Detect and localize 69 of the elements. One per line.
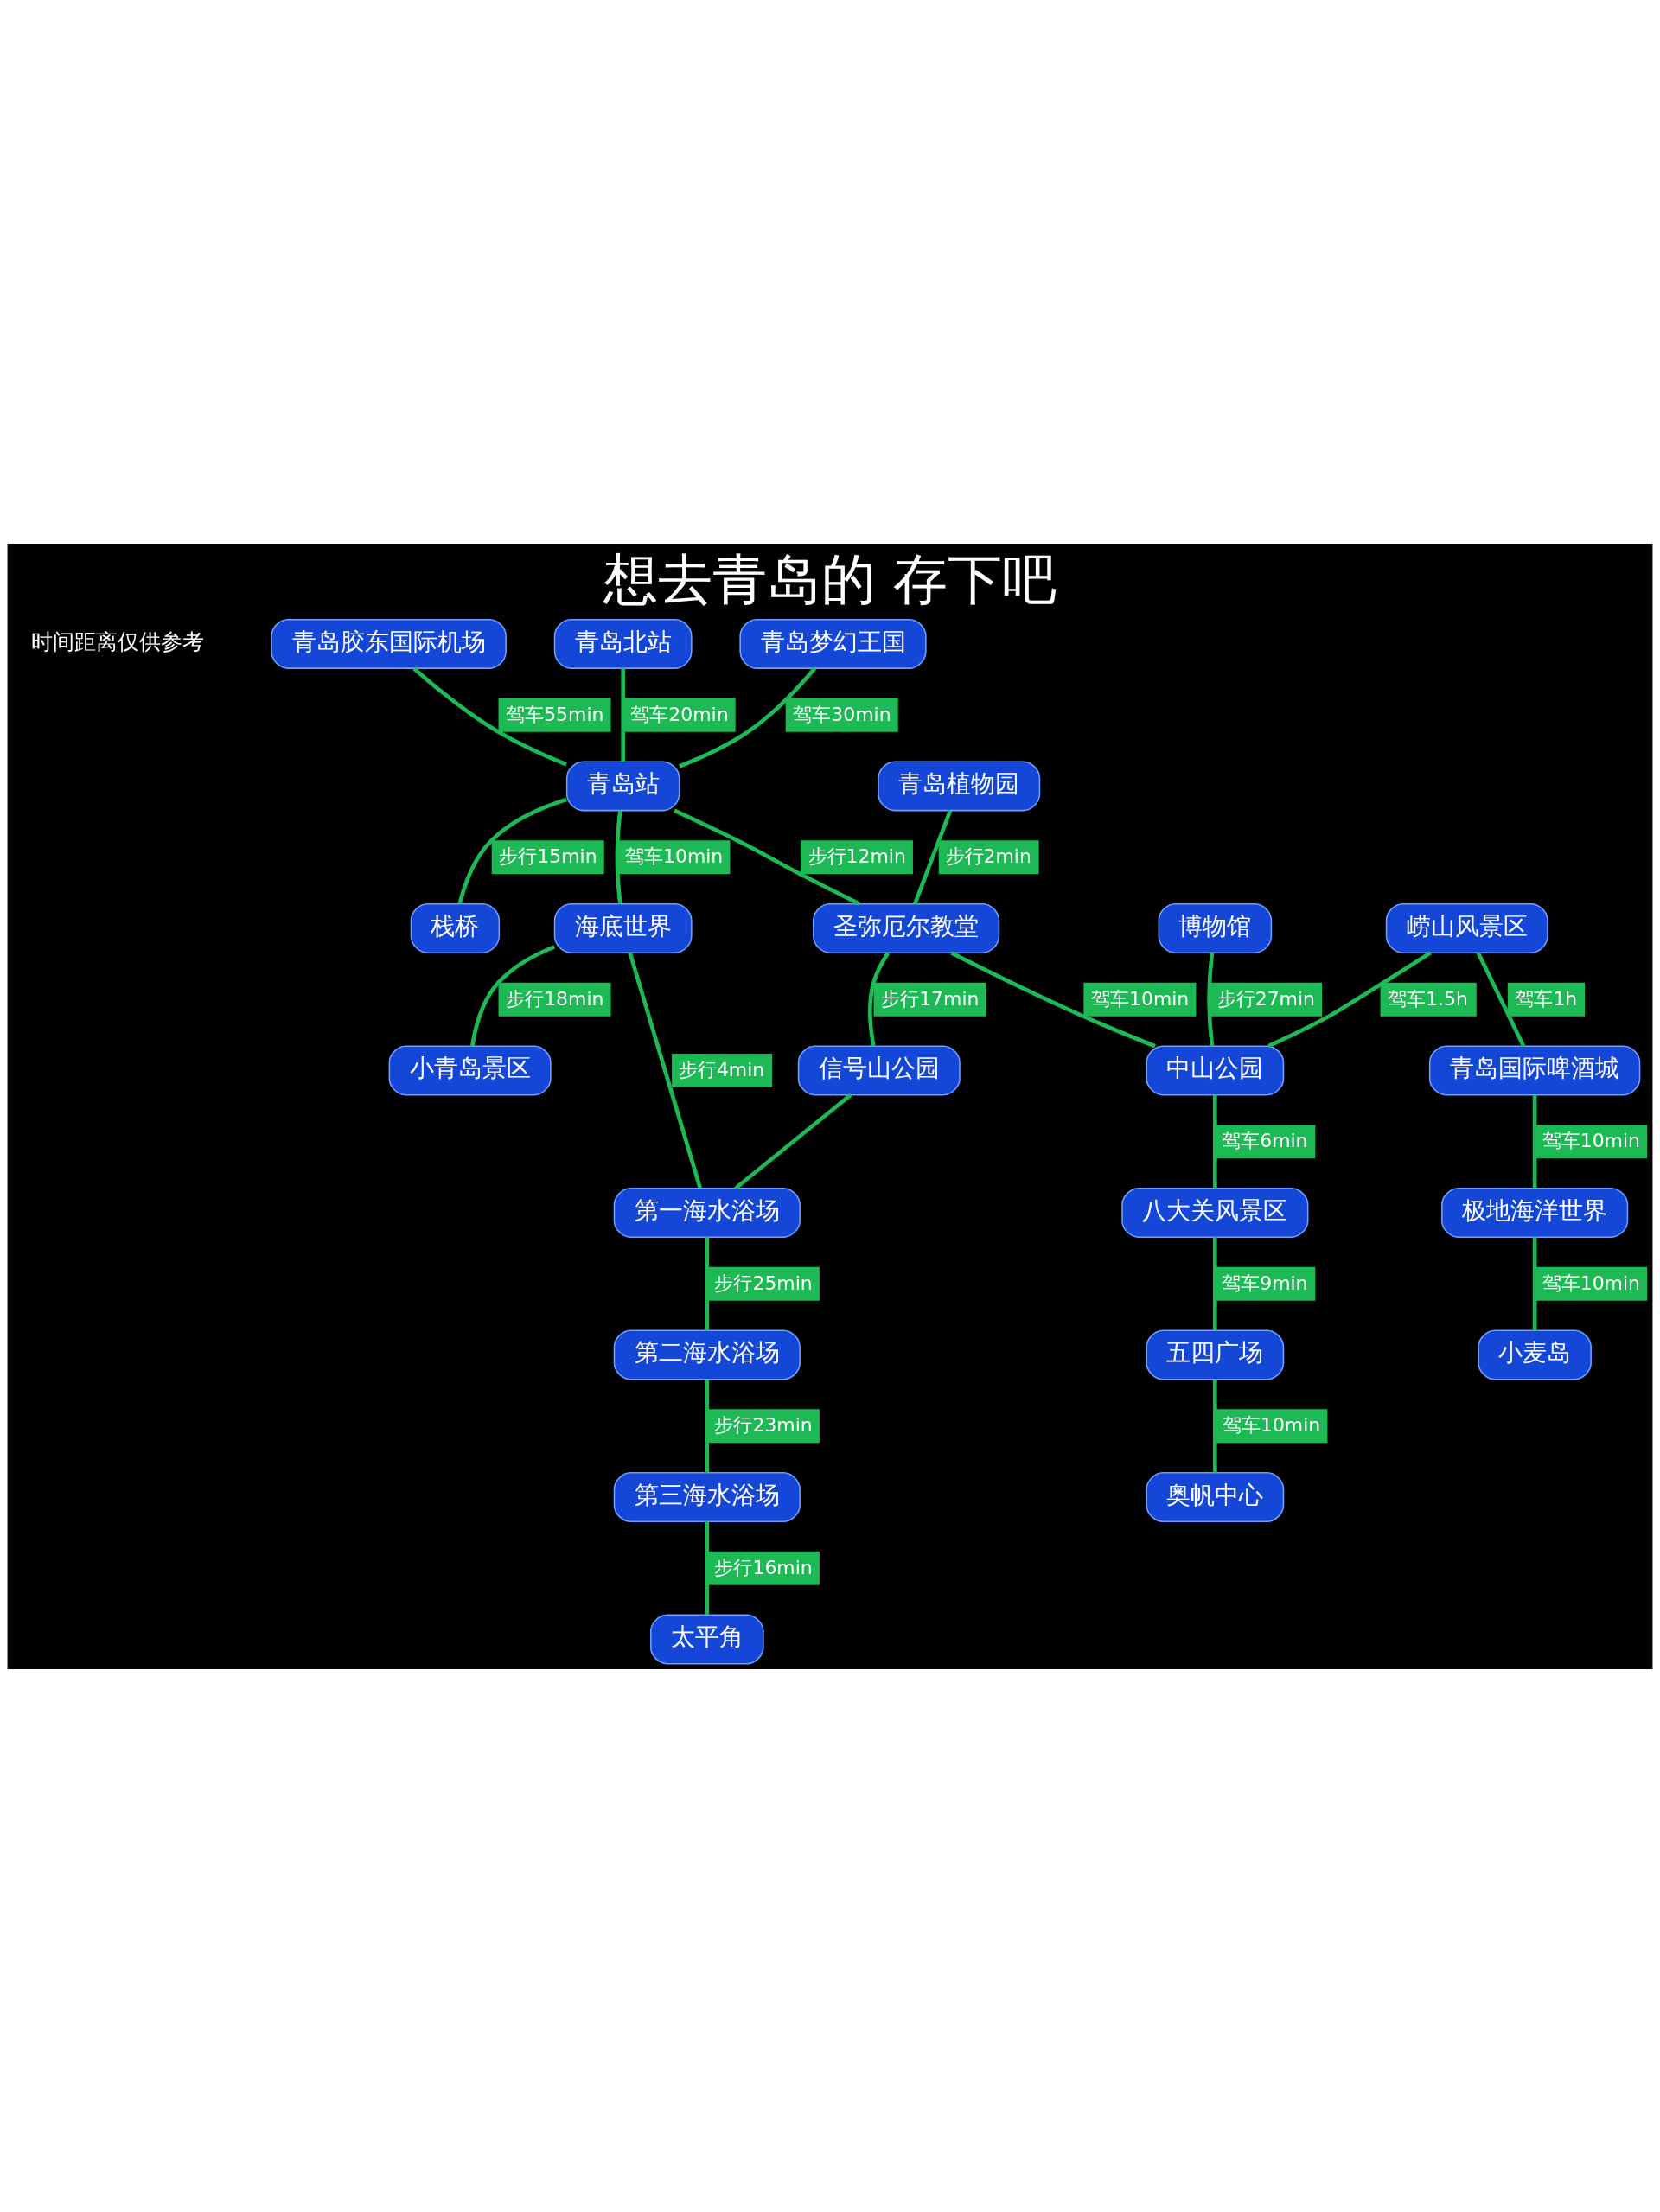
edge-label: 步行16min xyxy=(714,1556,813,1578)
edge-label: 步行17min xyxy=(881,987,980,1010)
edge-label: 驾车6min xyxy=(1222,1129,1308,1151)
node-box: 五四广场 xyxy=(1146,1329,1285,1380)
edge-label: 驾车10min xyxy=(1091,987,1190,1010)
edge-label: 驾车10min xyxy=(1542,1129,1640,1151)
node-box: 青岛胶东国际机场 xyxy=(271,618,507,669)
connector xyxy=(673,808,860,906)
edge-label: 步行27min xyxy=(1216,987,1315,1010)
edge-label: 驾车10min xyxy=(1542,1272,1640,1294)
node-box: 小麦岛 xyxy=(1478,1329,1592,1380)
node-box: 青岛国际啤酒城 xyxy=(1428,1045,1641,1095)
node-box: 青岛站 xyxy=(565,760,680,811)
connector xyxy=(621,667,625,762)
edge-label: 步行18min xyxy=(506,987,604,1010)
edge-label: 驾车9min xyxy=(1222,1272,1308,1294)
connector xyxy=(615,810,622,904)
node-box: 第二海水浴场 xyxy=(613,1329,801,1380)
node-box: 栈桥 xyxy=(410,902,501,953)
edge-label: 步行2min xyxy=(945,845,1031,867)
node-box: 青岛北站 xyxy=(553,618,693,669)
edge-label: 驾车55min xyxy=(506,703,604,725)
edge-label: 步行15min xyxy=(499,845,597,867)
node-box: 崂山风景区 xyxy=(1385,902,1548,953)
connector xyxy=(734,1093,852,1190)
connector xyxy=(412,666,567,767)
connector xyxy=(1532,1094,1537,1189)
connector xyxy=(1476,951,1526,1047)
node-box: 极地海洋世界 xyxy=(1441,1187,1629,1238)
edge-label: 步行23min xyxy=(714,1413,813,1436)
node-box: 圣弥厄尔教堂 xyxy=(813,902,1000,953)
edge-label: 驾车20min xyxy=(630,703,729,725)
connector xyxy=(1213,1236,1217,1330)
connector xyxy=(705,1379,710,1473)
connector xyxy=(868,951,890,1046)
edge-label: 步行12min xyxy=(808,845,906,867)
node-box: 海底世界 xyxy=(553,902,693,953)
node-box: 博物馆 xyxy=(1158,902,1273,953)
connector xyxy=(1532,1236,1537,1330)
node-box: 第三海水浴场 xyxy=(613,1471,801,1522)
edge-label: 步行25min xyxy=(714,1272,813,1294)
node-box: 第一海水浴场 xyxy=(613,1187,801,1238)
node-box: 太平角 xyxy=(650,1614,764,1664)
node-box: 青岛梦幻王国 xyxy=(739,618,927,669)
connector xyxy=(705,1520,710,1615)
connector xyxy=(1207,952,1215,1046)
node-box: 小青岛景区 xyxy=(388,1045,552,1095)
connector xyxy=(1267,950,1432,1048)
node-box: 信号山公园 xyxy=(797,1045,961,1095)
connector xyxy=(628,952,702,1189)
edge-label: 驾车10min xyxy=(1222,1413,1321,1436)
connector xyxy=(470,944,556,1046)
edge-label: 驾车1h xyxy=(1515,987,1578,1010)
connector xyxy=(1213,1379,1217,1473)
label: 时间距离仅供参考 xyxy=(31,628,205,654)
connector xyxy=(1213,1094,1217,1189)
edge-label: 驾车10min xyxy=(625,845,724,867)
connector xyxy=(457,797,567,904)
node-box: 奥帆中心 xyxy=(1146,1471,1285,1522)
edge-label: 步行4min xyxy=(678,1058,765,1081)
edge-label: 驾车30min xyxy=(793,703,891,725)
diagram-title: 想去青岛的 存下吧 xyxy=(603,547,1057,611)
node-box: 八大关风景区 xyxy=(1121,1187,1309,1238)
connector xyxy=(679,666,817,768)
connector xyxy=(705,1236,710,1330)
connector xyxy=(950,950,1156,1048)
node-box: 青岛植物园 xyxy=(878,760,1041,811)
node-box: 中山公园 xyxy=(1146,1045,1285,1095)
edge-label: 驾车1.5h xyxy=(1388,987,1468,1010)
